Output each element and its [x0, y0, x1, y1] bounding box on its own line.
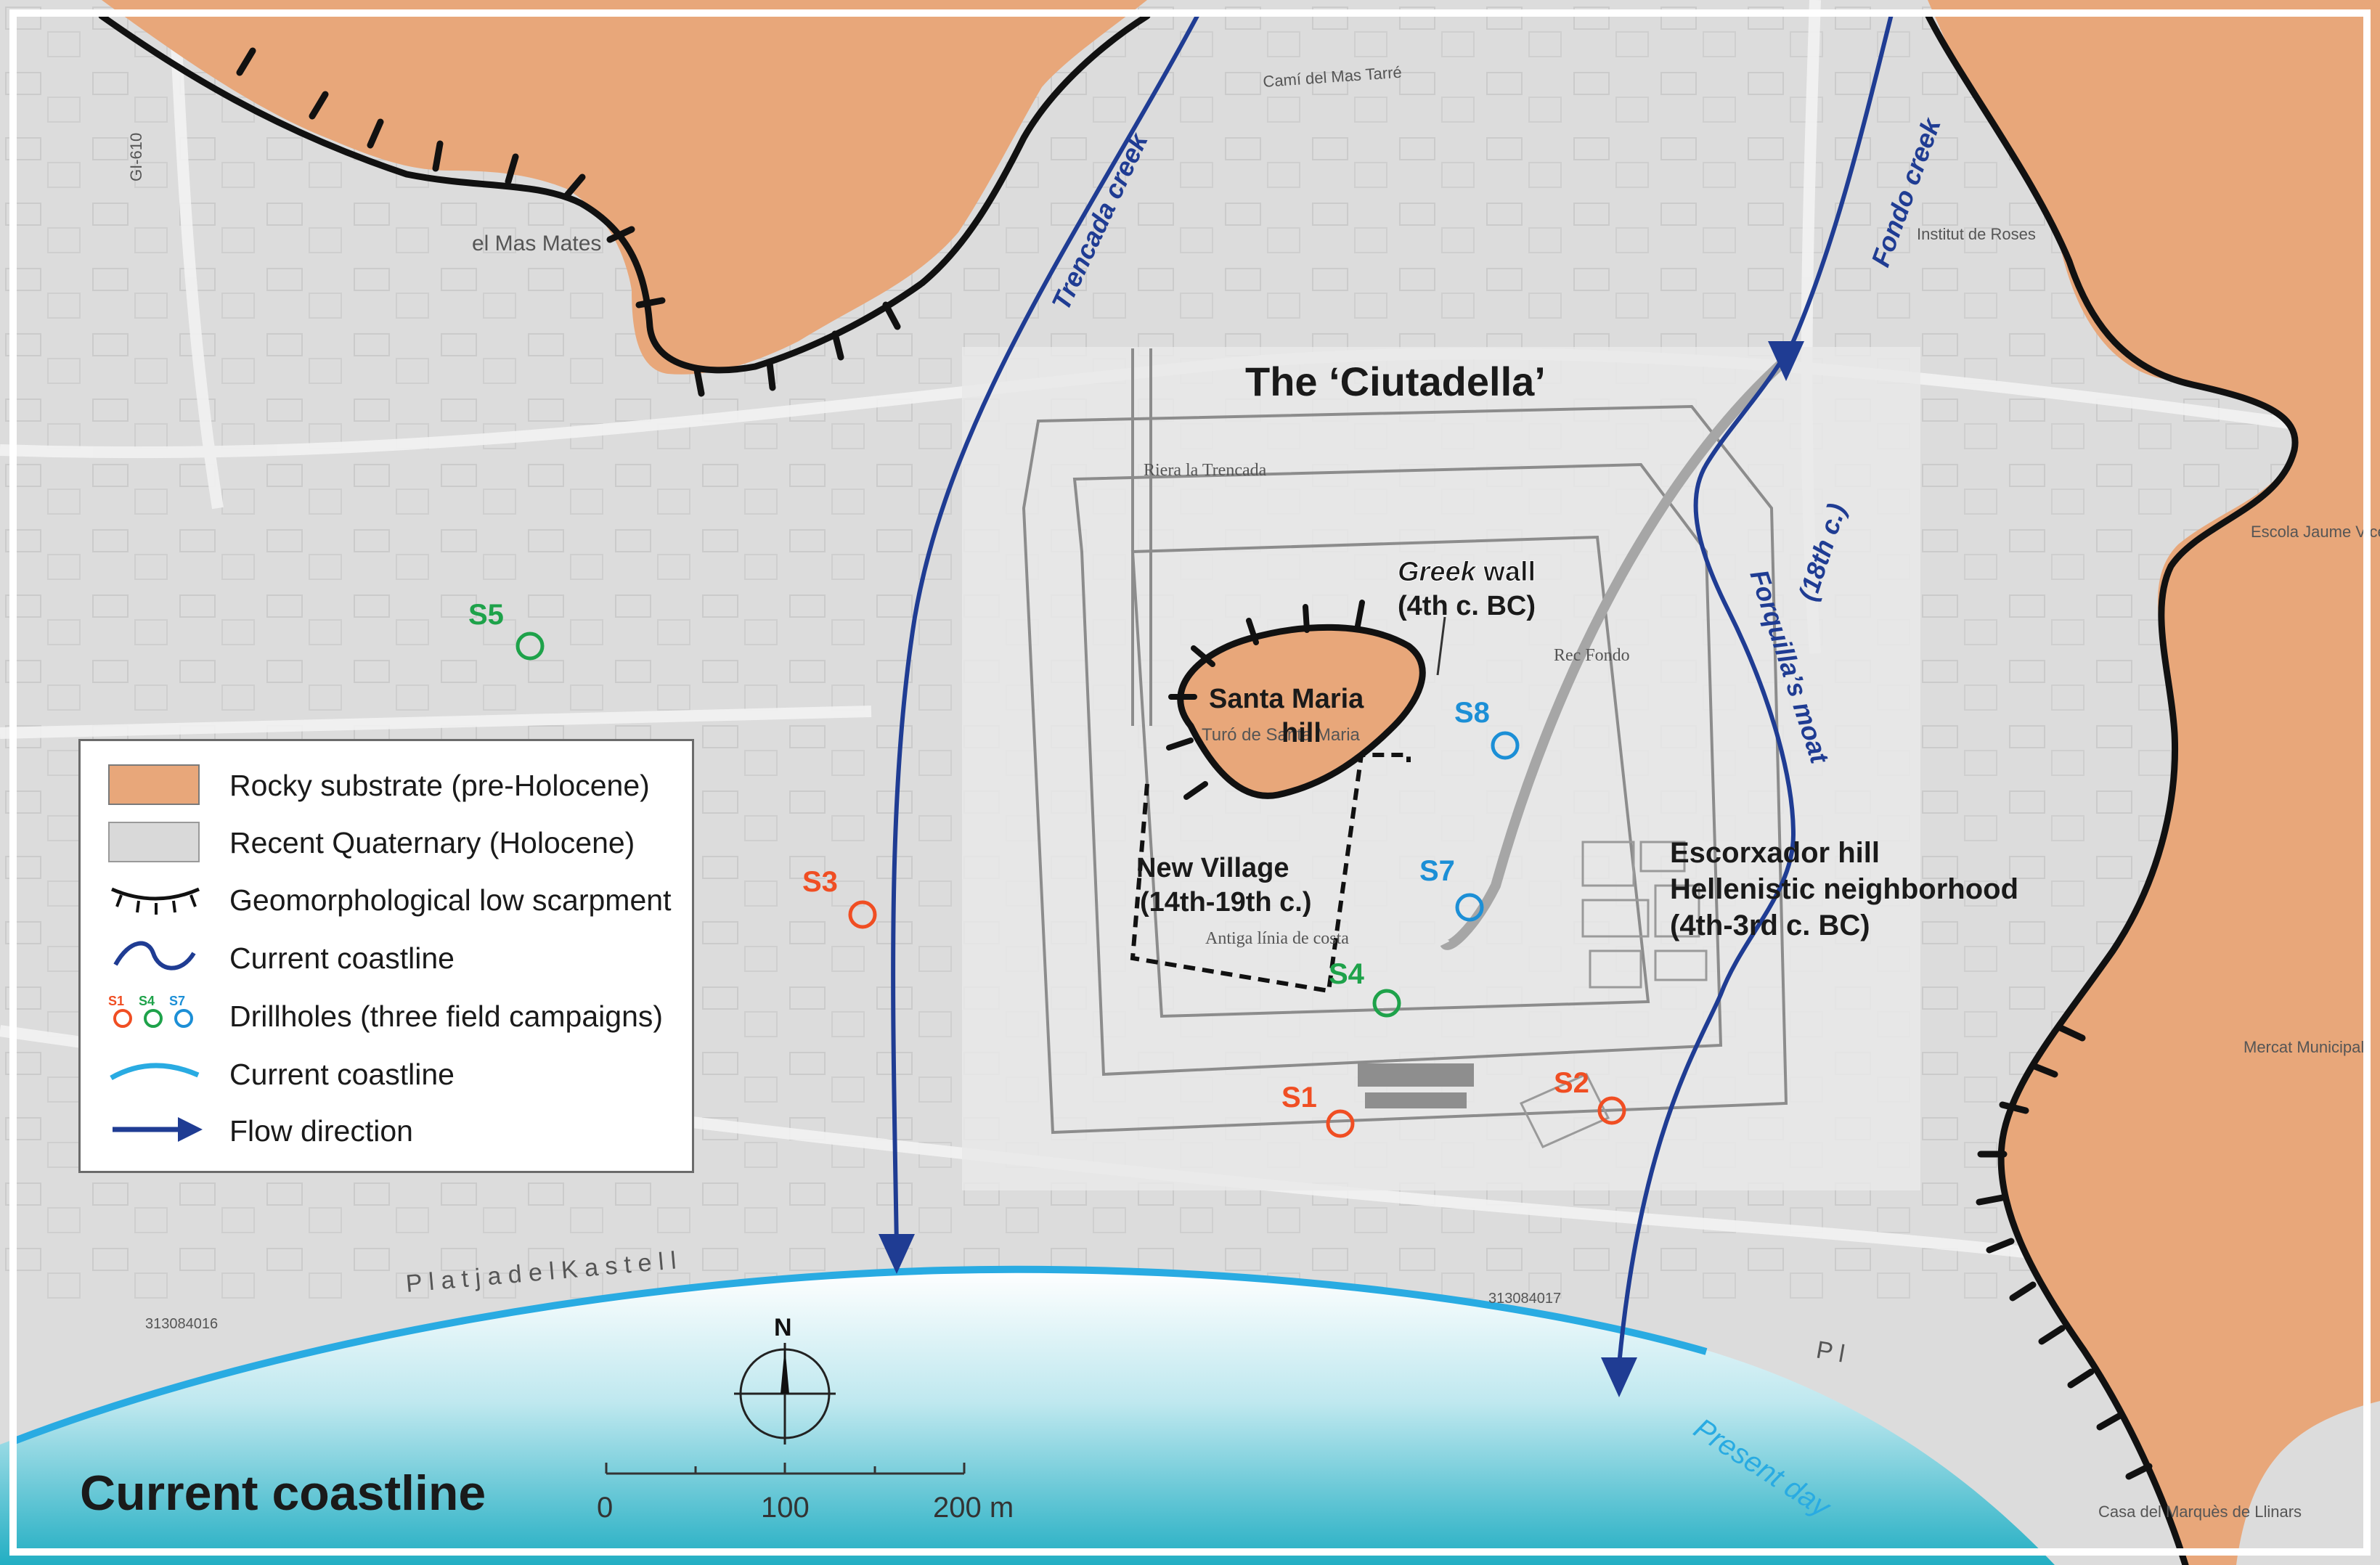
drillhole-label-s8: S8 — [1454, 697, 1490, 729]
fortress-outline — [1022, 348, 1788, 1135]
label-mercat: Mercat Municipal — [2244, 1038, 2364, 1056]
label-turo: Turó de Santa Maria — [1202, 725, 1361, 745]
north-arrow: N — [734, 1314, 836, 1445]
legend-swatch-holocene — [108, 816, 232, 867]
label-new-village-date: (14th-19th c.) — [1140, 887, 1311, 918]
scale-bar: 0 100 200 m — [597, 1463, 1014, 1524]
legend-coast-light-icon — [108, 1047, 232, 1098]
label-hellenistic: Hellenistic neighborhood — [1670, 873, 2018, 905]
legend-flow-arrow-icon — [108, 1104, 232, 1155]
label-geodesic-1: 313084016 — [145, 1316, 218, 1332]
legend-label-rock: Rocky substrate (pre-Holocene) — [229, 769, 650, 802]
label-greek-wall: Greek wall — [1398, 557, 1536, 587]
label-riera: Riera la Trencada — [1144, 461, 1267, 480]
label-institut: Institut de Roses — [1917, 225, 2036, 243]
legend-mini-s1: S1 — [108, 994, 124, 1008]
legend-coast-dark-icon — [108, 931, 232, 982]
drillholes: S1 S2 S3 S4 S5 S7 S8 — [468, 599, 1626, 1138]
label-new-village: New Village — [1136, 853, 1289, 883]
escorxador-ruins — [1519, 841, 1708, 1148]
legend: Rocky substrate (pre-Holocene) Recent Qu… — [78, 739, 694, 1173]
drillhole-s4[interactable]: S4 — [1329, 958, 1401, 1018]
scale-tick-0: 0 — [597, 1492, 613, 1524]
label-escola: Escola Jaume Vicens Vives — [2251, 523, 2380, 541]
drillhole-label-s4: S4 — [1329, 958, 1365, 990]
legend-label-holocene: Recent Quaternary (Holocene) — [229, 826, 635, 859]
legend-row-flow: Flow direction — [81, 1104, 692, 1155]
legend-swatch-rock — [108, 759, 232, 809]
new-village-outline — [1130, 753, 1411, 994]
legend-label-drill: Drillholes (three field campaigns) — [229, 1000, 664, 1033]
north-arrow-icon — [781, 1347, 789, 1394]
label-escorxador: Escorxador hill — [1670, 837, 1880, 869]
compass-north-label: N — [774, 1314, 792, 1341]
drillhole-s7[interactable]: S7 — [1419, 855, 1484, 922]
rock-area-east — [1928, 0, 2380, 1565]
fondo-flow-arrow-upper — [1768, 341, 1804, 381]
greek-wall-leader — [1436, 616, 1446, 676]
present-day-coastline — [13, 1265, 1708, 1445]
drillhole-s1[interactable]: S1 — [1281, 1082, 1355, 1138]
legend-label-scarp: Geomorphological low scarpment — [229, 883, 672, 917]
scarpment-santa-maria — [1166, 600, 1365, 800]
legend-row-drill: S1 S4 S7 Drillholes (three field campaig… — [81, 989, 692, 1040]
label-geodesic-2: 313084017 — [1488, 1291, 1561, 1307]
legend-row-scarp: Geomorphological low scarpment — [81, 873, 692, 924]
label-escorxador-date: (4th-3rd c. BC) — [1670, 910, 1870, 941]
map-frame — [9, 9, 2371, 1556]
legend-row-coast-light: Current coastline — [81, 1047, 692, 1098]
drillhole-s2[interactable]: S2 — [1554, 1067, 1626, 1125]
legend-row-rock: Rocky substrate (pre-Holocene) — [81, 759, 692, 809]
trencada-flow-arrow — [879, 1234, 915, 1274]
sea-area — [0, 1269, 2055, 1565]
legend-scarp-icon — [108, 873, 232, 924]
label-rec-fondo: Rec Fondo — [1554, 646, 1630, 665]
ciutadella-road — [1440, 359, 1786, 950]
label-casa: Casa del Marquès de Llinars — [2098, 1503, 2302, 1521]
drillhole-s5[interactable]: S5 — [468, 599, 545, 661]
drillhole-label-s2: S2 — [1554, 1067, 1589, 1099]
legend-row-holocene: Recent Quaternary (Holocene) — [81, 816, 692, 867]
label-santa-maria-hill: hill — [1281, 718, 1321, 748]
label-santa-maria: Santa Maria — [1209, 684, 1364, 714]
fondo-flow-arrow-lower — [1601, 1357, 1637, 1397]
drillhole-s3[interactable]: S3 — [802, 866, 877, 929]
label-current-coastline: Current coastline — [80, 1466, 486, 1521]
legend-label-flow: Flow direction — [229, 1114, 413, 1148]
scarpment-northwest — [98, 12, 1151, 397]
drillhole-s8[interactable]: S8 — [1454, 697, 1520, 760]
trencada-creek-line — [891, 13, 1200, 1249]
label-antiga: Antiga línia de costa — [1205, 929, 1349, 948]
label-greek-wall-date: (4th c. BC) — [1398, 591, 1536, 621]
rock-area-northwest — [102, 0, 1147, 375]
drillhole-label-s7: S7 — [1419, 855, 1455, 887]
harbour-blocks — [1358, 1063, 1474, 1108]
legend-mini-s4: S4 — [139, 994, 155, 1008]
map-title: The ‘Ciutadella’ — [1245, 359, 1546, 404]
scale-tick-200: 200 m — [933, 1492, 1014, 1524]
label-road: GI-610 — [127, 133, 145, 181]
label-mas-mates: el Mas Mates — [472, 232, 601, 256]
legend-label-coast-dark: Current coastline — [229, 941, 455, 975]
drillhole-label-s3: S3 — [802, 866, 838, 898]
fondo-creek-line — [1617, 14, 1894, 1365]
drillhole-label-s1: S1 — [1281, 1082, 1317, 1114]
legend-drill-icon: S1 S4 S7 — [108, 989, 232, 1040]
label-platja-2: P l — [1814, 1336, 1847, 1368]
drillhole-label-s5: S5 — [468, 599, 504, 631]
scarpment-east — [1924, 11, 2299, 1565]
scale-tick-100: 100 — [761, 1492, 810, 1524]
legend-mini-s7: S7 — [169, 994, 185, 1008]
legend-label-coast-light: Current coastline — [229, 1058, 455, 1091]
historic-plan-inset — [962, 347, 1920, 1190]
legend-row-coast-dark: Current coastline — [81, 931, 692, 982]
